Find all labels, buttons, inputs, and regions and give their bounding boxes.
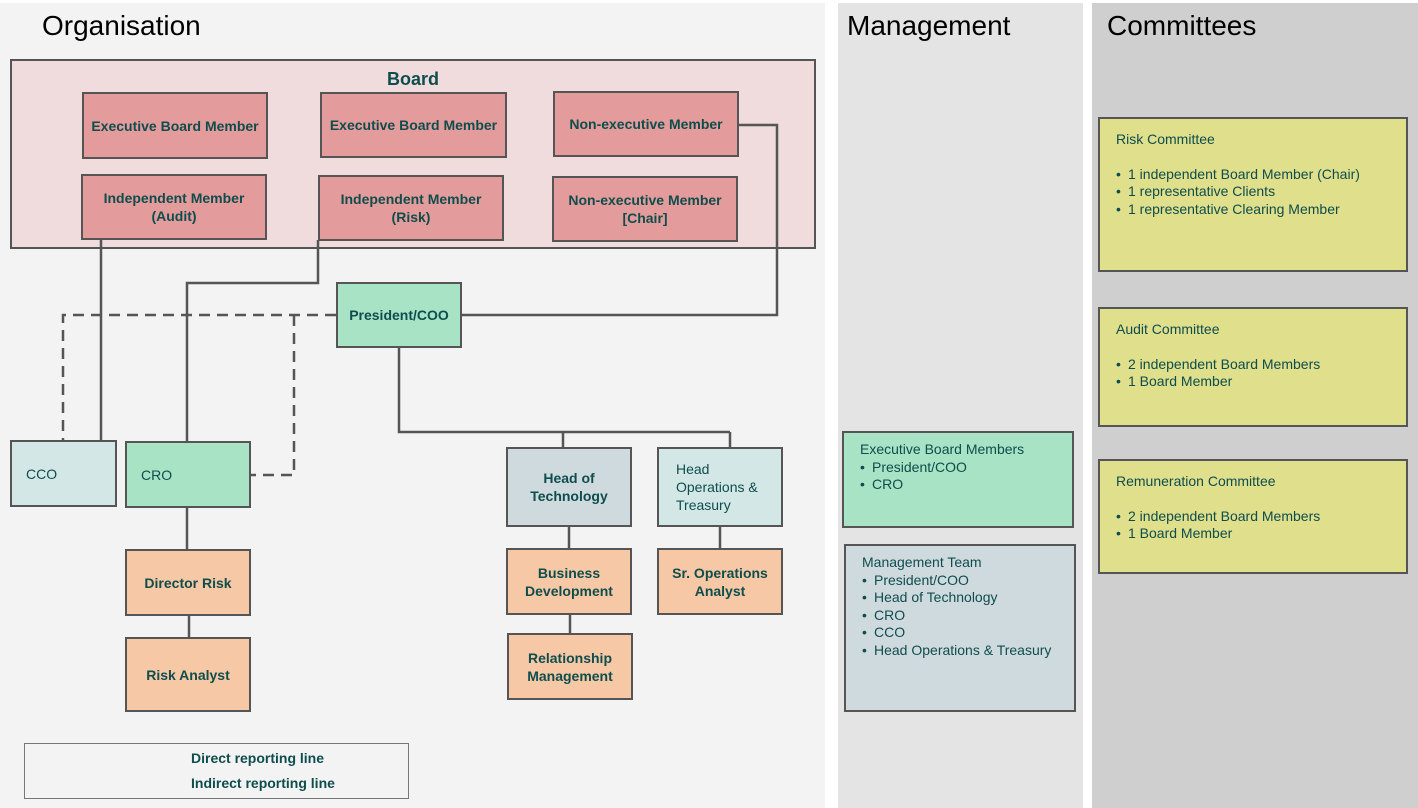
sr-operations-analyst-box: Sr. Operations Analyst — [657, 548, 783, 615]
director-risk-box: Director Risk — [125, 549, 251, 616]
risk-committee-box: Risk Committee 1 independent Board Membe… — [1098, 117, 1408, 272]
list-item: Head of Technology — [862, 589, 1060, 607]
risk-committee-list: 1 independent Board Member (Chair) 1 rep… — [1116, 166, 1392, 219]
board-member-executive-1: Executive Board Member — [82, 92, 268, 159]
head-operations-box: Head Operations & Treasury — [657, 447, 783, 527]
executive-board-members-box: Executive Board Members President/COO CR… — [842, 431, 1074, 528]
legend: Direct reporting line Indirect reporting… — [24, 743, 409, 799]
list-item: CCO — [862, 624, 1060, 642]
list-item: 2 independent Board Members — [1116, 508, 1392, 526]
cro-box: CRO — [125, 441, 251, 508]
risk-committee-title: Risk Committee — [1116, 131, 1215, 147]
list-item: 1 Board Member — [1116, 373, 1392, 391]
audit-committee-list: 2 independent Board Members 1 Board Memb… — [1116, 356, 1392, 391]
relationship-management-box: Relationship Management — [507, 633, 633, 700]
business-development-box: Business Development — [506, 548, 632, 615]
list-item: CRO — [862, 607, 1060, 625]
list-item: 1 Board Member — [1116, 525, 1392, 543]
board-member-nonexecutive-chair: Non-executive Member [Chair] — [552, 176, 738, 242]
list-item: 1 representative Clients — [1116, 183, 1392, 201]
list-item: President/COO — [860, 459, 1058, 477]
list-item: President/COO — [862, 572, 1060, 590]
management-team-list: President/COO Head of Technology CRO CCO… — [862, 572, 1060, 660]
audit-committee-box: Audit Committee 2 independent Board Memb… — [1098, 307, 1408, 427]
board-member-independent-audit: Independent Member (Audit) — [81, 174, 267, 240]
organisation-title: Organisation — [42, 10, 201, 41]
remuneration-committee-box: Remuneration Committee 2 independent Boa… — [1098, 459, 1408, 574]
management-title: Management — [847, 10, 1011, 41]
list-item: 2 independent Board Members — [1116, 356, 1392, 374]
committees-title: Committees — [1107, 10, 1257, 41]
risk-analyst-box: Risk Analyst — [125, 637, 251, 712]
head-technology-box: Head of Technology — [506, 447, 632, 527]
remuneration-committee-list: 2 independent Board Members 1 Board Memb… — [1116, 508, 1392, 543]
board-member-nonexecutive: Non-executive Member — [553, 91, 739, 157]
board-title: Board — [386, 69, 439, 89]
president-coo-box: President/COO — [336, 282, 462, 348]
management-team-box: Management Team President/COO Head of Te… — [844, 544, 1076, 712]
legend-indirect-label: Indirect reporting line — [191, 775, 335, 791]
board-member-executive-2: Executive Board Member — [320, 92, 507, 158]
list-item: Head Operations & Treasury — [862, 642, 1060, 660]
cco-box: CCO — [10, 440, 117, 507]
list-item: CRO — [860, 476, 1058, 494]
executive-board-members-list: President/COO CRO — [860, 459, 1058, 494]
list-item: 1 representative Clearing Member — [1116, 201, 1392, 219]
management-team-title: Management Team — [862, 554, 982, 570]
audit-committee-title: Audit Committee — [1116, 321, 1220, 337]
board-member-independent-risk: Independent Member (Risk) — [318, 175, 504, 241]
legend-direct-label: Direct reporting line — [191, 750, 325, 766]
list-item: 1 independent Board Member (Chair) — [1116, 166, 1392, 184]
executive-board-members-title: Executive Board Members — [860, 441, 1025, 457]
remuneration-committee-title: Remuneration Committee — [1116, 473, 1276, 489]
